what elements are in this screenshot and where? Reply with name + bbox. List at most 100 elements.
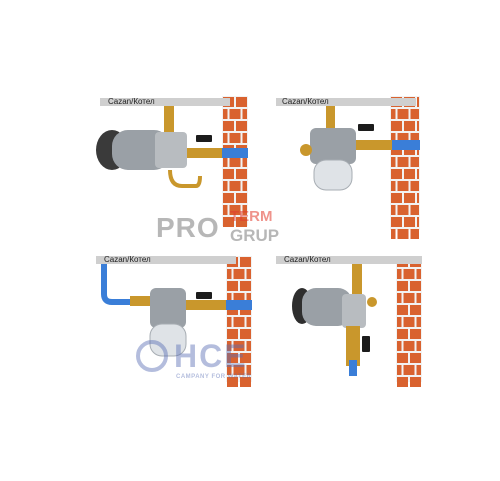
brick [233,269,245,279]
brick [397,205,409,215]
brick [223,217,234,227]
brick [240,353,251,363]
panel-bottom-right: Cazan/Котел [250,240,500,481]
brick [403,293,415,303]
blue-pipe [222,148,248,158]
brick [403,365,415,375]
brick [417,121,419,131]
diagram-bottom-right [276,256,422,387]
brick [227,365,232,375]
filter-housing [155,132,187,168]
brick [397,133,409,143]
brick [403,317,415,327]
brick [246,269,251,279]
brick [416,293,421,303]
brick [233,317,245,327]
brick [227,329,238,339]
blue-pipe [226,300,252,310]
blue-pipe [392,140,420,150]
brick [391,133,396,143]
brick-wall [222,96,248,227]
brick [397,365,402,375]
brick [391,181,396,191]
brick [397,341,402,351]
brass-riser [326,106,335,130]
valve-handle[interactable] [362,336,370,352]
brick [397,317,402,327]
brick [397,269,402,279]
brick [391,229,396,239]
brick [391,121,402,131]
brick [391,217,402,227]
brick [391,157,396,167]
pipe-label: Cazan/Котел [108,97,155,106]
brick [227,317,232,327]
brick [416,269,421,279]
brick [233,293,245,303]
brick-wall [390,96,420,239]
brick [223,157,228,167]
brick [417,97,419,107]
brick [397,305,408,315]
brick [410,353,421,363]
brick [236,97,247,107]
panel-top-left: Cazan/Котел [0,0,250,240]
brick [227,377,238,387]
brick [227,269,232,279]
brick [404,169,415,179]
brick [410,305,421,315]
brass-outlet [186,148,226,158]
brick [223,181,228,191]
brick [397,377,408,387]
brick [229,109,241,119]
brick [404,121,415,131]
brick [246,293,251,303]
brick [242,181,247,191]
brick [246,317,251,327]
brick-wall [226,256,252,387]
brick [229,133,241,143]
brick [242,157,247,167]
brick [417,193,419,203]
brick [403,269,415,279]
brick [417,217,419,227]
brick [403,341,415,351]
diagram-bottom-left [96,256,252,387]
brick [391,109,396,119]
brick [227,293,232,303]
drain-loop [168,169,202,188]
filter-bowl [149,323,187,357]
filter-housing [150,288,186,328]
filter-housing [342,294,366,328]
drain-fitting [367,297,377,307]
brick [410,229,419,239]
brick [391,193,402,203]
boiler-pipe [100,98,230,106]
brick [246,365,251,375]
brick [410,109,419,119]
pipe-label: Cazan/Котел [284,255,331,264]
valve-handle[interactable] [358,124,374,131]
brick [410,205,419,215]
brick [223,193,234,203]
brick [227,341,232,351]
valve-handle[interactable] [196,292,212,299]
panel-bottom-left: Cazan/Котел [0,240,252,481]
panel-top-right: Cazan/Котел [250,0,500,240]
brick [242,205,247,215]
brick [236,193,247,203]
brick [227,353,238,363]
brick [397,109,409,119]
brick [391,205,396,215]
brick [410,181,419,191]
brick [236,169,247,179]
brick [410,157,419,167]
valve-handle[interactable] [196,135,212,142]
brass-outlet [346,140,394,150]
boiler-pipe [276,256,422,264]
brick [391,169,402,179]
brick [223,205,228,215]
brick [236,121,247,131]
brick [404,193,415,203]
brick [240,257,251,267]
